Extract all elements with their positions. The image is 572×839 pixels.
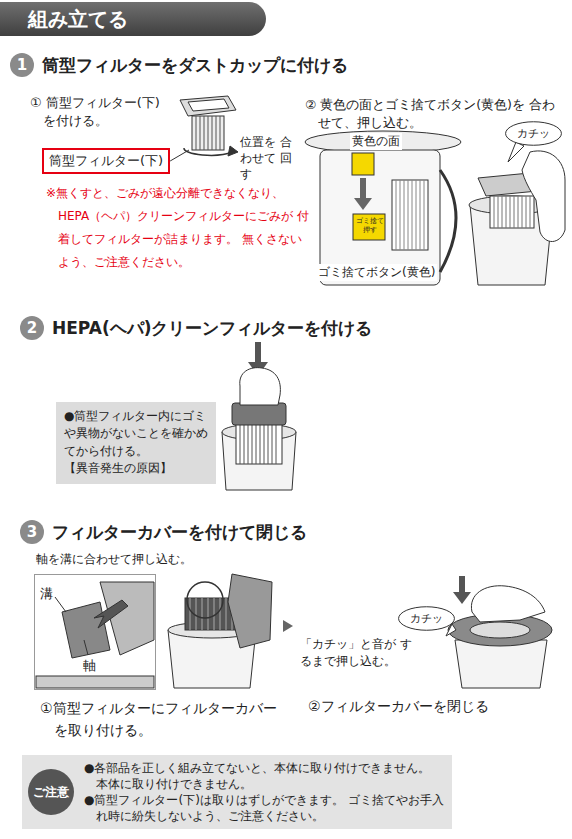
cover-close-figure-part <box>459 576 465 594</box>
cover-attach-figure-part <box>283 620 293 632</box>
hepa-filter-figure-part <box>236 424 282 464</box>
cover-close-figure <box>446 576 552 688</box>
hepa-filter-figure-part <box>232 403 286 425</box>
lower-filter-figure-part <box>184 148 232 155</box>
cover-attach-figure-part <box>190 598 232 630</box>
note-text: ●筒型フィルター内にゴミや異物がないことを確かめてから付ける。 <box>64 408 208 460</box>
bubble-ellipse <box>399 607 455 631</box>
note-text: 【異音発生の原因】 <box>64 460 208 477</box>
dust-cup-figure <box>305 131 461 285</box>
caution-text: ●各部品を正しく組み立てないと、本体に取り付けできません。 本体に取り付けできま… <box>84 760 444 792</box>
step-number: 2 <box>20 316 44 340</box>
dust-cup-figure-part <box>396 180 424 250</box>
warning-note: ※無くすと、ごみが遠心分離できなくなり、 HEPA（ヘパ）クリーンフィルターにご… <box>46 182 310 274</box>
lower-filter-figure-part <box>180 96 236 116</box>
instruction-note: 「カチッ」と音が するまで押し込む。 <box>300 636 412 670</box>
part-label: 溝 <box>40 585 53 603</box>
part-label: ゴミ捨てボタン(黄色) <box>316 264 437 281</box>
step-number: 3 <box>20 520 44 544</box>
instruction-note: 位置を 合わせて 回す <box>240 134 292 182</box>
hepa-filter-figure <box>222 342 296 490</box>
cover-close-figure-part <box>453 592 471 604</box>
cover-attach-figure-part <box>228 574 272 648</box>
cup-click-figure-part <box>494 196 530 228</box>
caution-panel: ●各部品を正しく組み立てないと、本体に取り付けできません。 本体に取り付けできま… <box>22 755 452 829</box>
dust-cup-figure-part <box>353 214 385 240</box>
sound-bubble: カチッ <box>398 606 455 631</box>
groove-shaft-figure-part <box>84 640 88 655</box>
hepa-filter-figure-part <box>255 342 261 364</box>
cup-click-figure-part <box>490 196 534 228</box>
groove-shaft-figure <box>36 582 154 688</box>
step-number: 1 <box>10 53 34 77</box>
cup-click-figure-part <box>508 142 524 162</box>
groove-shaft-figure-part <box>36 676 154 688</box>
groove-shaft-figure-part <box>55 597 66 612</box>
hepa-filter-figure-part <box>240 424 276 464</box>
lower-filter-figure <box>180 96 238 156</box>
dust-cup-figure-part <box>360 178 366 200</box>
part-name: 筒型フィルター(下) <box>49 152 163 170</box>
dust-cup-figure-part <box>352 153 374 175</box>
sound-text: カチッ <box>410 611 443 626</box>
section-title-band: 組み立てる <box>0 2 266 36</box>
note-box: ●筒型フィルター内にゴミや異物がないことを確かめてから付ける。【異音発生の原因】 <box>56 402 216 484</box>
part-label: 軸 <box>83 657 96 675</box>
cover-close-figure-part <box>471 586 545 622</box>
sound-bubble: カチッ <box>505 121 562 146</box>
step-heading: 1 筒型フィルターをダストカップに付ける <box>10 53 348 77</box>
lower-filter-figure-part <box>192 116 224 150</box>
instruction-note: 軸を溝に合わせて押し込む。 <box>36 551 192 568</box>
detail-inset: 溝軸 <box>34 574 156 690</box>
caution-text: ●筒型フィルター(下)は取りはずしができます。 ゴミ捨てやお手入れ時に紛失しない… <box>84 792 444 824</box>
button-print: ゴミ捨て 押す <box>355 217 385 235</box>
bubble-ellipse <box>506 122 562 146</box>
dust-cup-figure-part <box>440 170 456 272</box>
caution-badge-text: ご注意 <box>33 784 69 801</box>
lower-filter-figure-part <box>188 99 229 111</box>
cup-click-figure-part <box>522 151 565 242</box>
lower-filter-figure-part <box>228 146 238 156</box>
hepa-filter-figure-part <box>240 368 281 405</box>
caution-badge: ご注意 <box>28 769 74 815</box>
part-label: 黄色の面 <box>350 133 402 150</box>
groove-shaft-figure-part <box>94 600 128 628</box>
groove-shaft-figure-part <box>62 602 110 658</box>
cup-click-figure <box>469 142 565 285</box>
sub-step: ① 筒型フィルター(下) を付ける。 <box>30 94 172 130</box>
lower-filter-figure-part <box>196 116 220 150</box>
step-heading: 2 HEPA(ヘパ)クリーンフィルターを付ける <box>20 316 372 340</box>
dust-cup-figure-part <box>392 180 428 250</box>
leader-line <box>170 150 189 161</box>
step-title: HEPA(ヘパ)クリーンフィルターを付ける <box>52 317 372 340</box>
leader-lines <box>170 150 189 161</box>
sub-step-caption: ②フィルターカバーを閉じる <box>308 697 489 717</box>
sub-step: ② 黄色の面とゴミ捨てボタン(黄色)を 合わせて、押し込む。 <box>305 96 565 131</box>
step-title: フィルターカバーを付けて閉じる <box>52 521 307 544</box>
cover-attach-figure <box>168 574 293 688</box>
dust-cup-figure-part <box>354 198 372 210</box>
cover-close-figure-part <box>455 640 547 688</box>
sub-step-caption: ①筒型フィルターにフィルターカバー を取り付ける。 <box>40 697 294 741</box>
step-heading: 3 フィルターカバーを付けて閉じる <box>20 520 307 544</box>
cover-close-figure-part <box>470 622 530 638</box>
part-name-box: 筒型フィルター(下) <box>42 148 170 174</box>
sound-text: カチッ <box>517 126 550 141</box>
cover-attach-figure-part <box>187 582 223 618</box>
step-title: 筒型フィルターをダストカップに付ける <box>42 54 348 77</box>
